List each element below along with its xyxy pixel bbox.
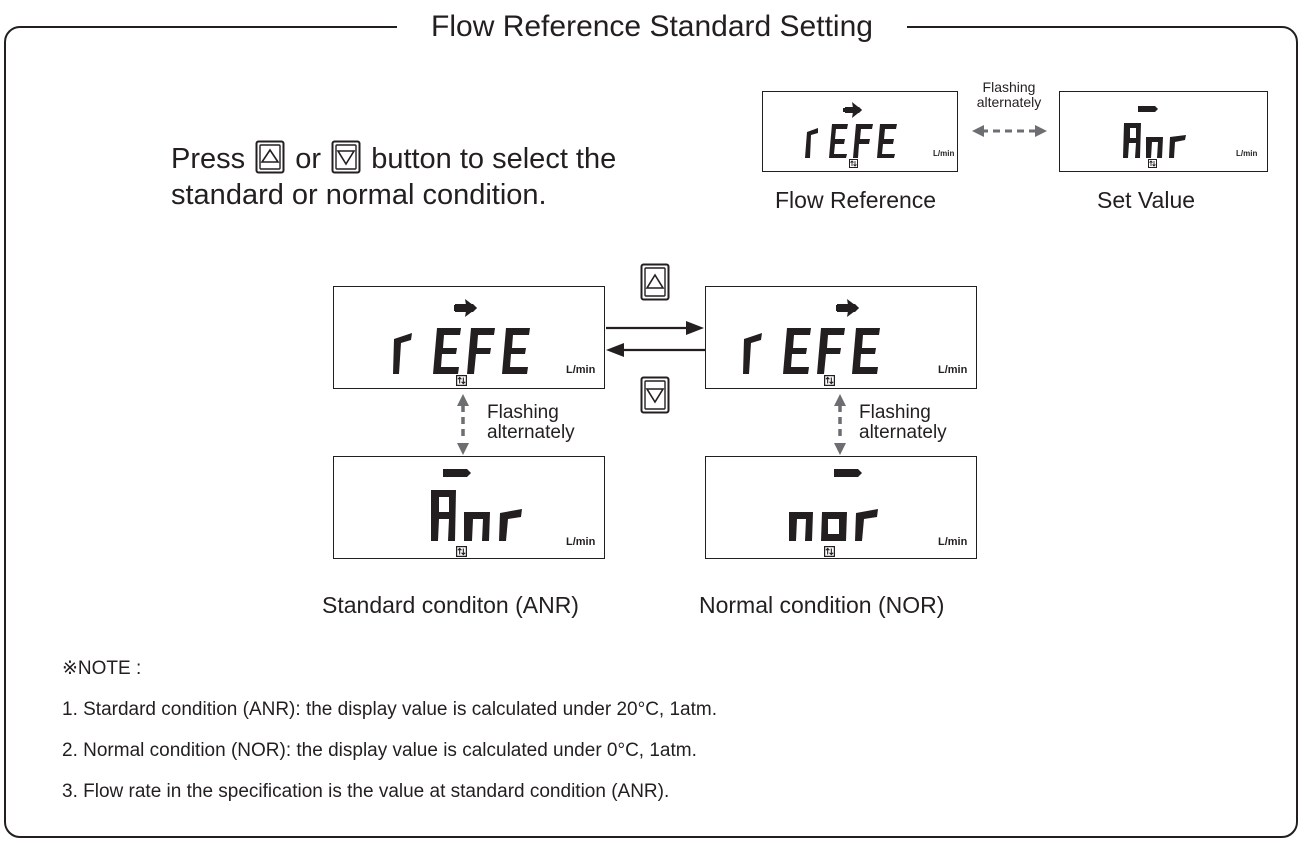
unit-label: L/min [933,149,955,158]
indicator-icon [849,159,858,168]
caption-normal-condition: Normal condition (NOR) [699,592,945,618]
segment-text-refe [393,299,530,374]
standard-flash-label: Flashing alternately [487,403,575,443]
note-item-1: 1. Stardard condition (ANR): the display… [62,699,717,720]
flash-label-line1: Flashing [487,402,559,423]
unit-label: L/min [566,364,596,376]
caption-standard-condition: Standard conditon (ANR) [322,592,579,618]
lcd-set-value: L/min [1059,91,1268,172]
flash-label-line2: alternately [859,422,947,443]
caption-set-value: Set Value [1097,187,1196,213]
lcd-standard-refe: L/min [333,286,605,389]
down-button-icon [331,140,361,174]
flash-label-line2: alternately [976,94,1042,110]
down-button-icon[interactable] [640,376,670,414]
instruction-line-1: Press or button to select the [171,140,617,177]
instruction-press: Press [171,143,246,175]
segment-text-refe [743,299,880,374]
note-item-3: 3. Flow rate in the specification is the… [62,781,670,802]
top-flash-label: Flashing alternately [962,80,1056,110]
up-button-icon [255,140,285,174]
title-bar: Flow Reference Standard Setting [0,10,1304,44]
indicator-icon [824,546,835,557]
caption-flow-reference: Flow Reference [775,187,937,213]
indicator-icon [824,375,835,386]
page-title: Flow Reference Standard Setting [397,10,907,43]
unit-label: L/min [938,364,968,376]
segment-text-refe [805,102,897,158]
instruction-rest: button to select the [371,143,617,175]
lcd-normal-nor: L/min [705,456,977,559]
instruction-or: or [295,143,322,175]
flash-label-line2: alternately [487,422,575,443]
lcd-standard-anr: L/min [333,456,605,559]
note-header: ※NOTE : [62,658,142,679]
lcd-normal-refe: L/min [705,286,977,389]
segment-text-anr [431,469,522,541]
normal-flash-label: Flashing alternately [859,403,947,443]
up-button-icon[interactable] [640,263,670,301]
unit-label: L/min [938,536,968,548]
indicator-icon [456,546,467,557]
segment-text-anr [1123,106,1186,158]
segment-text-nor [789,469,878,541]
unit-label: L/min [1236,149,1258,158]
instruction: Press or button to select the standard o… [171,140,617,213]
indicator-icon [456,375,467,386]
instruction-line-2: standard or normal condition. [171,179,547,211]
indicator-icon [1148,159,1157,168]
flash-label-line1: Flashing [859,402,931,423]
lcd-flow-reference: L/min [762,91,958,172]
note-item-2: 2. Normal condition (NOR): the display v… [62,740,697,761]
unit-label: L/min [566,536,596,548]
flash-label-line1: Flashing [982,79,1036,95]
